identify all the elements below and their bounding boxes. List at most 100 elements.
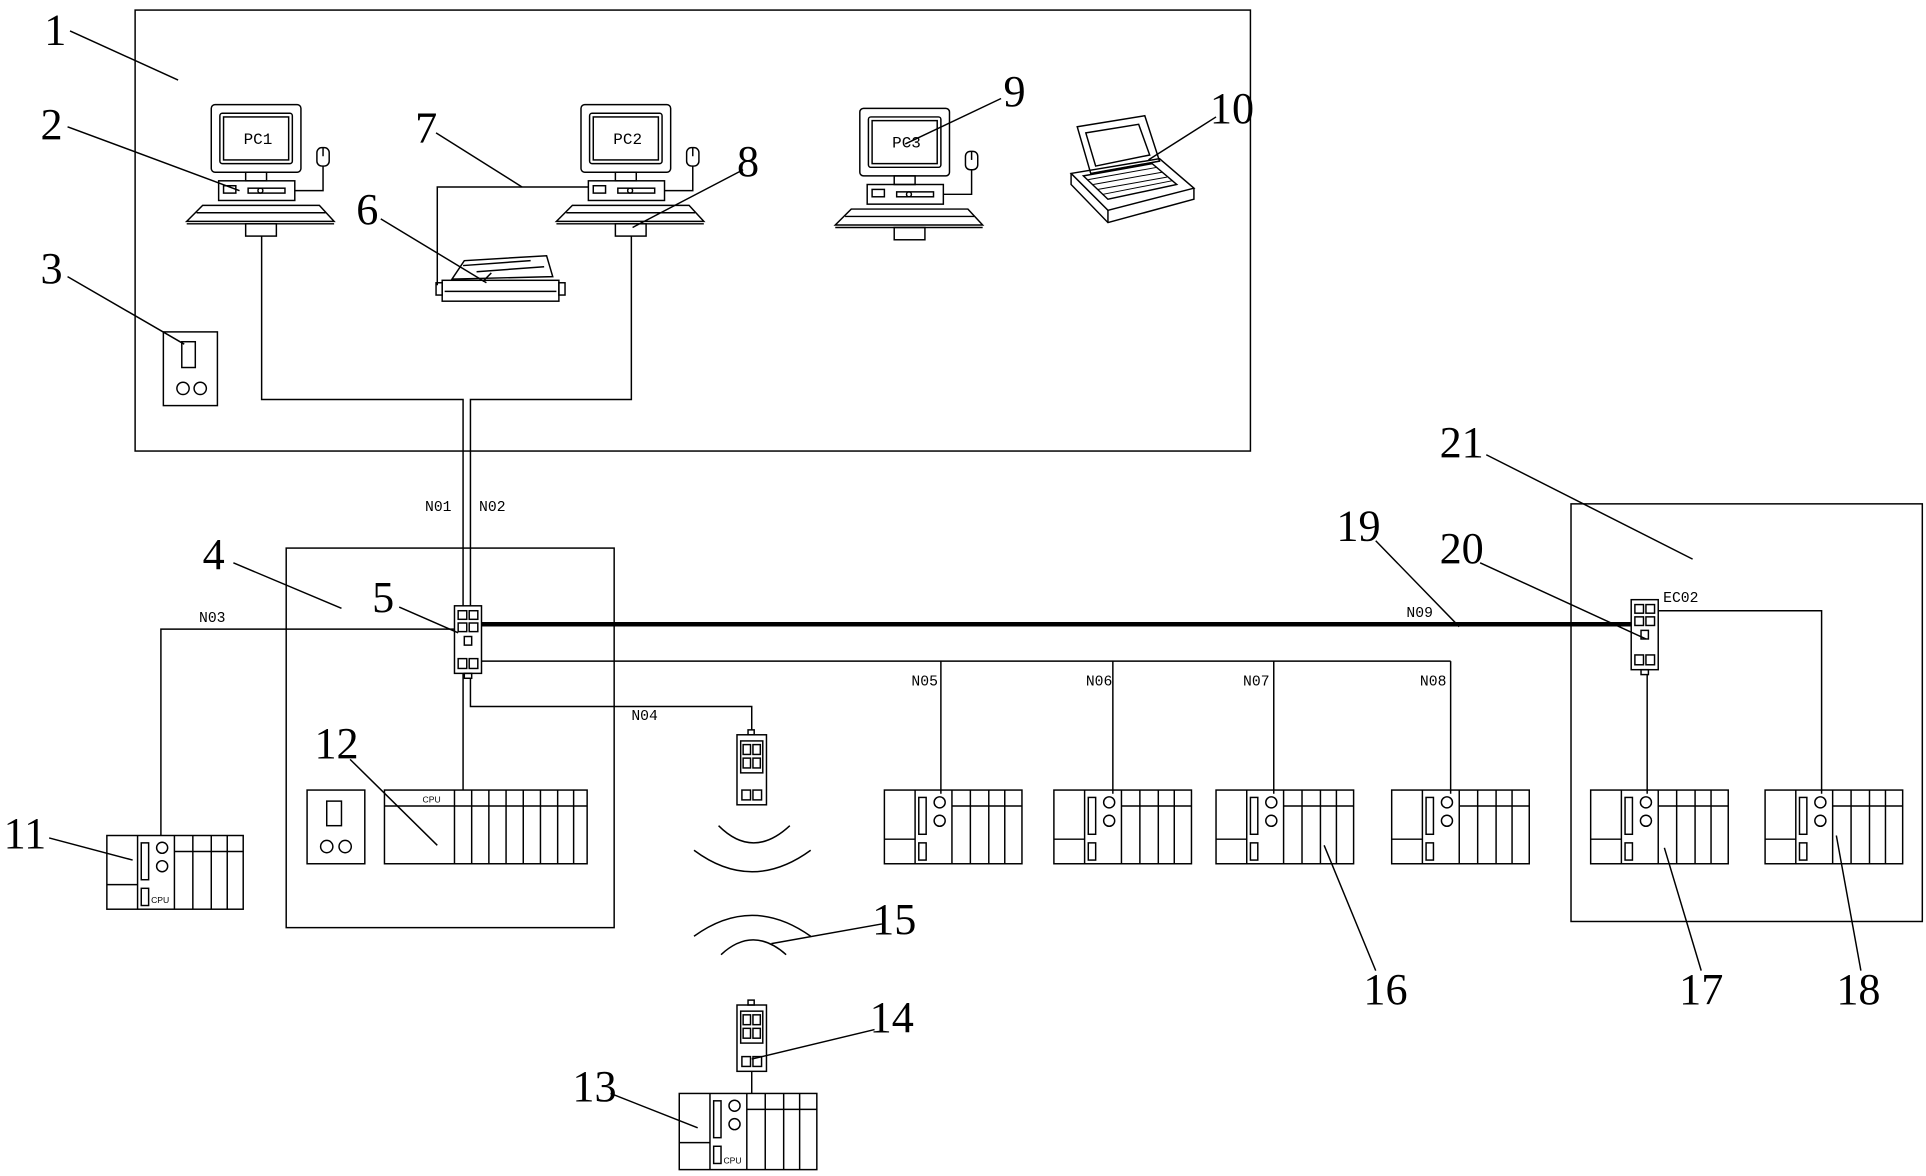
ethernet-port-icon (752, 1055, 763, 1068)
keyboard-icon (554, 204, 706, 223)
control-room-boundary (134, 9, 1252, 452)
ethernet-port-icon (1645, 654, 1656, 666)
pc2-workstation: PC2 (554, 103, 706, 237)
plc-rack-n08 (1390, 789, 1530, 865)
link-label-n07: N07 (1243, 675, 1270, 691)
drive-slot (247, 187, 286, 194)
printer-knob-right (558, 282, 566, 296)
printer-cable (436, 186, 589, 286)
remote-switch-to-plc-18 (1658, 609, 1823, 794)
leader-6 (380, 218, 487, 284)
link-label-n02: N02 (479, 500, 506, 516)
ethernet-port-icon (1634, 603, 1645, 614)
plc-rack-11: CPU (106, 834, 244, 910)
rack-frame (1589, 789, 1729, 865)
port-indicator-icon (1639, 814, 1653, 828)
ethernet-port-icon (752, 1027, 762, 1039)
leader-10 (1148, 116, 1217, 161)
radio-wave-icon (720, 939, 787, 956)
link-label-n03: N03 (199, 611, 226, 627)
ethernet-port-icon (457, 657, 468, 670)
leader-5 (398, 606, 459, 634)
ethernet-port-icon (742, 743, 752, 756)
rack-frame (1053, 789, 1193, 865)
ethernet-port-icon (457, 609, 468, 621)
plc-rack-12: CPU (383, 789, 588, 865)
link-n04-cable (469, 678, 753, 730)
ref-13: 13 (572, 1062, 616, 1111)
port-indicator-icon (1102, 796, 1116, 809)
system-unit (217, 180, 296, 202)
keyboard-icon (184, 204, 336, 223)
radio-waves (693, 825, 812, 956)
mode-switch (1425, 842, 1435, 861)
ref-3: 3 (41, 244, 63, 293)
laptop-keyboard (1081, 162, 1179, 201)
status-display (712, 1100, 722, 1139)
leader-14 (751, 1028, 875, 1060)
operator-panel-button (176, 381, 190, 396)
ethernet-port-icon (752, 789, 763, 801)
ref-8: 8 (737, 137, 759, 186)
ethernet-port-icon (742, 1027, 752, 1039)
leader-2 (67, 126, 240, 192)
network-port (244, 223, 278, 237)
operator-panel-button (193, 381, 208, 396)
ref-15: 15 (872, 895, 916, 944)
mode-switch (140, 887, 150, 907)
port-indicator-icon (1639, 796, 1653, 809)
drive-button (905, 191, 913, 198)
wireless-module (739, 1010, 764, 1044)
station-panel-button (319, 839, 334, 854)
mouse-cord (943, 169, 973, 196)
network-port (614, 223, 647, 237)
ref-4: 4 (203, 530, 225, 579)
operator-panel-display (181, 340, 197, 369)
leader-11 (48, 837, 133, 861)
mode-switch (1798, 842, 1808, 861)
status-led-icon (463, 635, 473, 646)
plc-rack-13: CPU (678, 1092, 818, 1171)
laptop-screen (1084, 123, 1151, 167)
rack-frame (1390, 789, 1530, 865)
port-indicator-icon (933, 814, 946, 828)
ref-11: 11 (4, 809, 47, 858)
leader-1 (69, 30, 179, 81)
ref-16: 16 (1363, 965, 1407, 1014)
reference-numerals: 1 2 3 4 5 6 7 8 9 10 11 12 13 14 15 16 1… (4, 5, 1881, 1129)
station-panel-body (306, 789, 366, 865)
leader-19 (1375, 540, 1460, 628)
drive-slot (895, 191, 935, 198)
radio-wave-icon (693, 849, 812, 873)
status-display (1624, 796, 1634, 836)
link-label-n08: N08 (1420, 675, 1446, 691)
station-panel-button (338, 839, 353, 854)
link-label-n05: N05 (911, 675, 938, 691)
monitor-screen (219, 112, 294, 165)
antenna-icon (747, 999, 755, 1006)
ethernet-port-icon (1645, 616, 1656, 627)
link-n03-cable (160, 628, 455, 836)
port-indicator-icon (1440, 814, 1454, 828)
link-n02-cable (469, 236, 633, 606)
laptop (1069, 114, 1196, 224)
remote-switch (1630, 598, 1659, 676)
link-label-n09: N09 (1406, 606, 1432, 622)
link-label-n04: N04 (631, 709, 658, 725)
mouse-cord (664, 166, 694, 192)
ethernet-port-icon (1634, 654, 1645, 666)
link-label-n01: N01 (425, 500, 452, 516)
network-port (893, 226, 926, 241)
port-indicator-icon (1814, 796, 1827, 809)
rack-frame (383, 789, 588, 865)
monitor-screen (867, 116, 942, 169)
leader-4 (233, 562, 342, 609)
port-indicator-icon (155, 859, 169, 873)
drive-button (626, 187, 634, 194)
ethernet-port-icon (468, 609, 479, 621)
plc-rack-16 (1215, 789, 1355, 865)
printer-feed-line (482, 272, 492, 283)
plc-racks: CPU CPU CPU (106, 789, 1904, 1171)
ethernet-port-icon (742, 757, 752, 769)
